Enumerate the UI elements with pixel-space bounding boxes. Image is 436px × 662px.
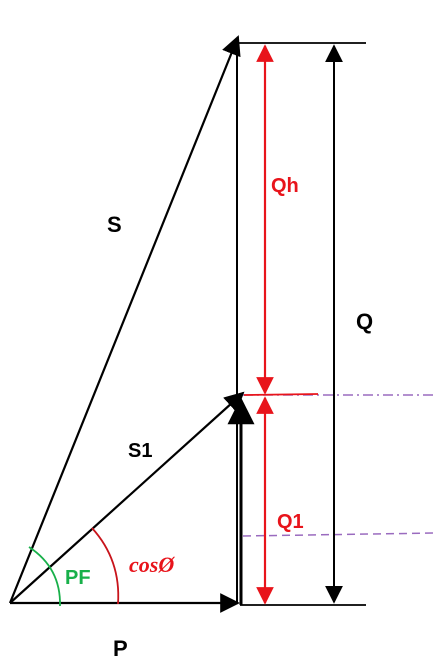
cos-angle-arc <box>91 527 120 605</box>
cos-phi-label: cosØ <box>129 552 175 577</box>
p-label: P <box>113 636 128 661</box>
q-label: Q <box>356 309 373 334</box>
s-vector <box>8 35 241 604</box>
s-label: S <box>107 212 122 237</box>
pf-angle-arc <box>28 546 61 607</box>
pf-label: PF <box>65 567 91 589</box>
junction-tick <box>243 393 319 396</box>
s1-vector <box>9 391 245 604</box>
q1-label: Q1 <box>277 511 304 533</box>
qh-label: Qh <box>271 175 299 197</box>
s1-label: S1 <box>128 440 152 462</box>
dashed-reference-line <box>242 532 436 537</box>
